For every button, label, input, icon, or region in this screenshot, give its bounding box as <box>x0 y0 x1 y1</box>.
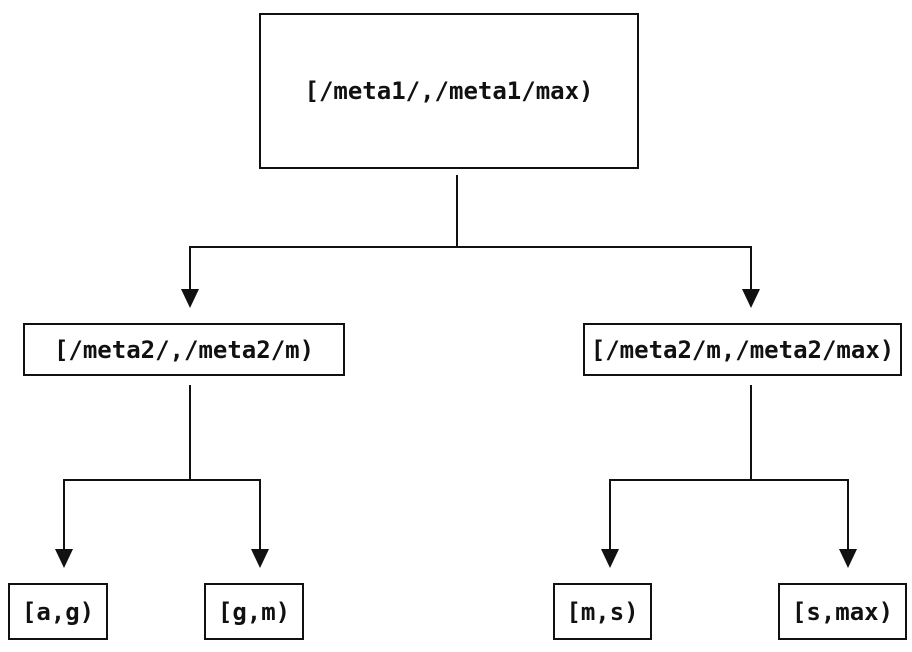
node-leaf-ms: [m,s) <box>553 583 652 640</box>
node-leaf-smax-label: [s,max) <box>791 597 894 626</box>
node-leaf-gm-label: [g,m) <box>217 597 291 626</box>
edge-mid-right-branch-bar <box>609 479 849 549</box>
node-leaf-ag: [a,g) <box>8 583 108 640</box>
edge-root-branch-bar <box>189 246 752 289</box>
arrowhead-to-mid-right <box>742 289 760 308</box>
node-root: [/meta1/,/meta1/max) <box>259 13 639 169</box>
node-mid-right: [/meta2/m,/meta2/max) <box>583 323 902 376</box>
arrowhead-to-leaf-smax <box>839 549 857 568</box>
node-leaf-gm: [g,m) <box>204 583 304 640</box>
node-mid-right-label: [/meta2/m,/meta2/max) <box>590 335 895 364</box>
arrowhead-to-leaf-ag <box>55 549 73 568</box>
arrowhead-to-leaf-ms <box>601 549 619 568</box>
node-root-label: [/meta1/,/meta1/max) <box>304 77 594 105</box>
node-mid-left-label: [/meta2/,/meta2/m) <box>53 335 315 364</box>
node-leaf-ag-label: [a,g) <box>21 597 95 626</box>
node-mid-left: [/meta2/,/meta2/m) <box>23 323 345 376</box>
edge-mid-left-branch-bar <box>63 479 261 549</box>
node-leaf-smax: [s,max) <box>778 583 907 640</box>
arrowhead-to-mid-left <box>181 289 199 308</box>
node-leaf-ms-label: [m,s) <box>566 597 639 626</box>
arrowhead-to-leaf-gm <box>251 549 269 568</box>
